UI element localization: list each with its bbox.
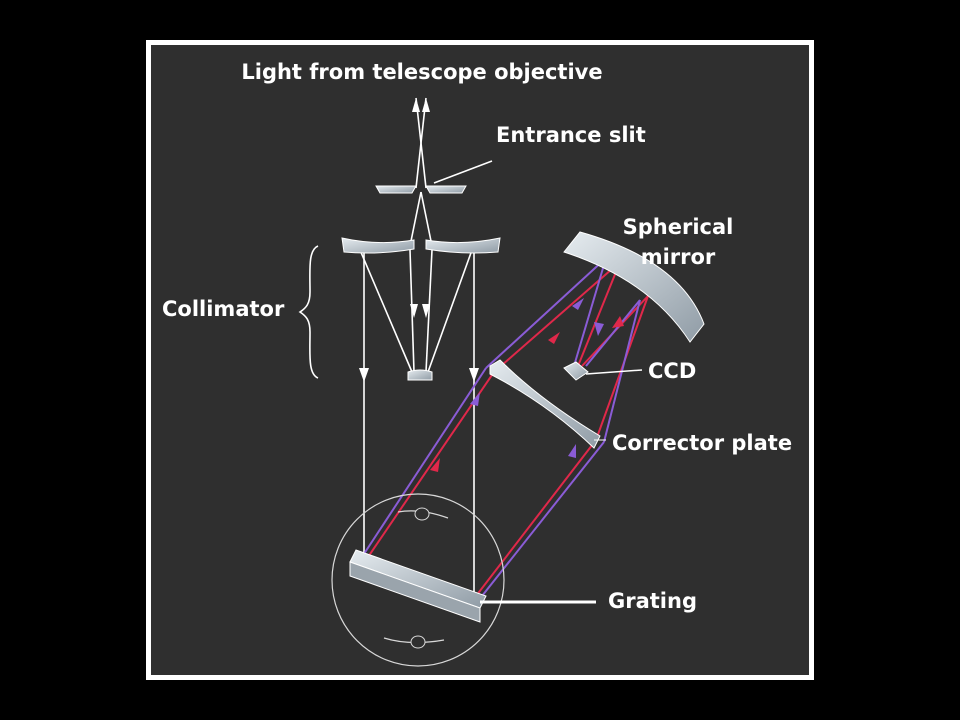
incoming-light-rays xyxy=(359,97,479,596)
secondary-mirror xyxy=(407,369,433,381)
ray-arrows xyxy=(430,298,624,472)
grating-mount xyxy=(331,493,505,667)
collimator-label: Collimator xyxy=(162,297,285,321)
spherical-mirror xyxy=(563,231,705,343)
entrance-slit xyxy=(375,185,467,194)
collimator-brace xyxy=(298,245,319,379)
spherical-mirror-label-line1: Spherical xyxy=(623,215,734,239)
red-rays xyxy=(365,261,649,597)
entrance-slit-label: Entrance slit xyxy=(496,123,646,147)
arrowhead-icon xyxy=(422,98,430,112)
ccd-pointer xyxy=(585,369,643,375)
collimator-mirror xyxy=(341,237,501,254)
arrowhead-icon xyxy=(412,98,420,112)
light-source-label: Light from telescope objective xyxy=(241,60,602,84)
ccd-label: CCD xyxy=(648,359,696,383)
grating-label: Grating xyxy=(608,589,697,613)
violet-rays xyxy=(359,257,641,597)
corrector-plate xyxy=(489,359,601,449)
ccd-detector xyxy=(563,361,643,381)
corrector-plate-label: Corrector plate xyxy=(612,431,792,455)
entrance-slit-pointer xyxy=(433,160,493,184)
diagram-panel xyxy=(146,40,814,680)
diffraction-grating xyxy=(349,549,596,623)
spherical-mirror-label-line2: mirror xyxy=(641,245,716,269)
